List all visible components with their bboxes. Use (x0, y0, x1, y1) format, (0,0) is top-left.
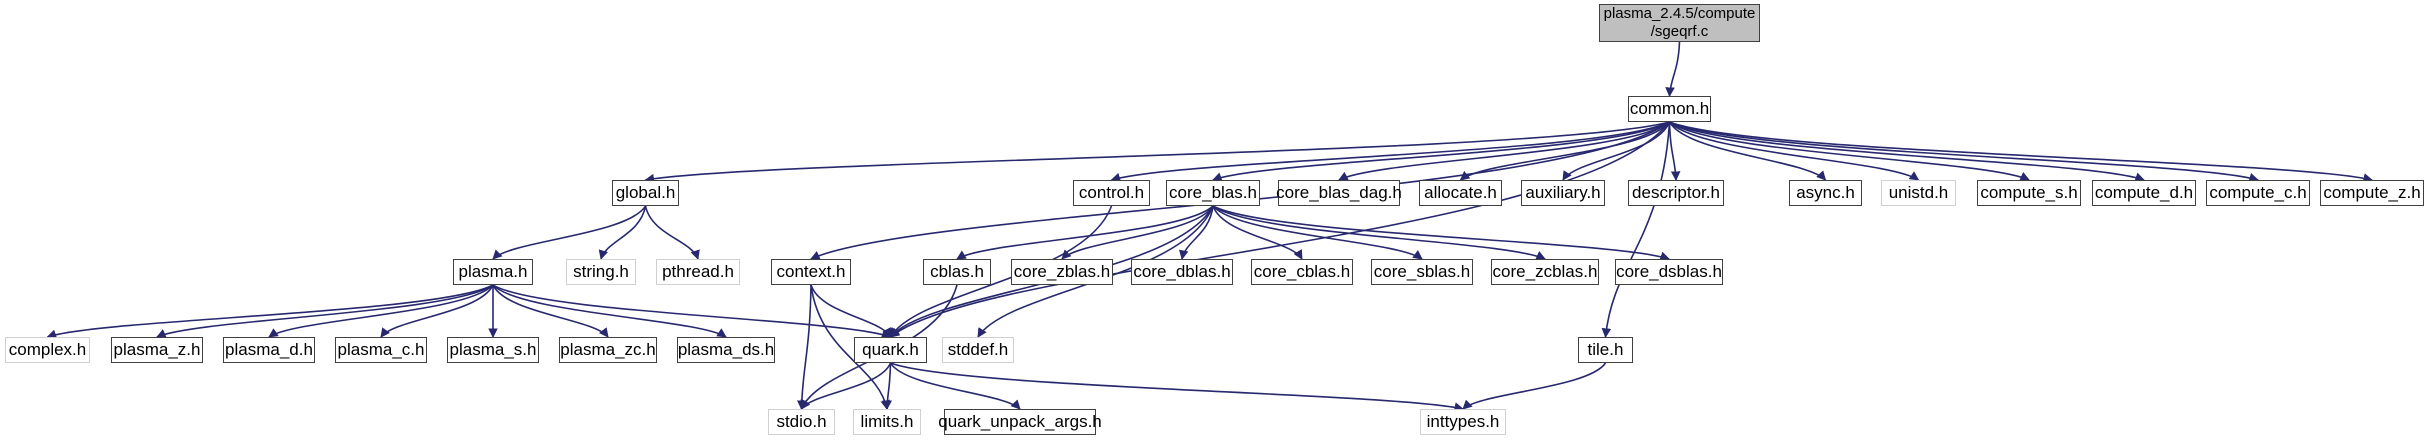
graph-edge-plasma-to-plasma_d (268, 284, 494, 338)
graph-node-quark_unpack[interactable]: quark_unpack_args.h (938, 409, 1102, 435)
graph-edge-common-to-async (1668, 121, 1827, 181)
graph-edge-common-to-unistd (1668, 121, 1920, 181)
graph-node-core_dsblas[interactable]: core_dsblas.h (1615, 259, 1723, 285)
graph-node-compute_s[interactable]: compute_s.h (1977, 180, 2081, 206)
graph-node-compute_c[interactable]: compute_c.h (2206, 180, 2310, 206)
graph-node-global[interactable]: global.h (612, 180, 679, 206)
graph-edge-plasma-to-complex (46, 284, 494, 339)
graph-node-complex[interactable]: complex.h (5, 337, 90, 363)
graph-edge-tile-to-inttypes (1462, 362, 1607, 410)
graph-edge-core_blas-to-core_cblas (1212, 205, 1303, 260)
graph-edge-plasma-to-plasma_zc (492, 284, 609, 338)
graph-node-compute_d[interactable]: compute_d.h (2092, 180, 2196, 206)
graph-node-stddef[interactable]: stddef.h (942, 337, 1014, 363)
graph-node-descriptor[interactable]: descriptor.h (1628, 180, 1724, 206)
graph-edge-common-to-auxiliary (1562, 121, 1671, 181)
graph-edge-core_blas-to-core_zcblas (1212, 205, 1546, 260)
graph-edge-quark-to-inttypes (890, 362, 1464, 412)
graph-node-async[interactable]: async.h (1789, 180, 1862, 206)
graph-edge-core_blas-to-cblas (956, 205, 1214, 260)
graph-edge-common-to-compute_z (1669, 121, 2373, 183)
graph-node-core_zblas[interactable]: core_zblas.h (1011, 259, 1113, 285)
graph-node-core_blas[interactable]: core_blas.h (1166, 180, 1260, 206)
graph-edge-common-to-compute_s (1669, 121, 2030, 181)
graph-node-auxiliary[interactable]: auxiliary.h (1521, 180, 1605, 206)
graph-node-stdio[interactable]: stdio.h (768, 409, 835, 435)
graph-node-unistd[interactable]: unistd.h (1881, 180, 1956, 206)
graph-node-plasma_z[interactable]: plasma_z.h (111, 337, 203, 363)
graph-node-plasma_zc[interactable]: plasma_zc.h (559, 337, 657, 363)
graph-edge-common-to-control (1110, 121, 1670, 183)
graph-node-core_dblas[interactable]: core_dblas.h (1131, 259, 1233, 285)
graph-edge-plasma-to-plasma_z (156, 284, 494, 338)
graph-node-plasma_s[interactable]: plasma_s.h (447, 337, 539, 363)
graph-node-string[interactable]: string.h (566, 259, 636, 285)
graph-edge-global-to-string (598, 205, 647, 260)
graph-edge-context-to-stdio (796, 284, 812, 410)
graph-node-core_zcblas[interactable]: core_zcblas.h (1491, 259, 1599, 285)
graph-edge-quark-to-stdio (800, 362, 892, 410)
graph-edge-plasma-to-plasma_c (380, 284, 494, 338)
graph-node-plasma_d[interactable]: plasma_d.h (223, 337, 315, 363)
graph-edge-common-to-core_blas_dag (1338, 121, 1670, 181)
graph-node-limits[interactable]: limits.h (853, 409, 921, 435)
graph-edge-common-to-allocate (1459, 121, 1671, 181)
graph-node-allocate[interactable]: allocate.h (1419, 180, 1502, 206)
graph-edge-common-to-global (644, 121, 1670, 184)
graph-edge-core_blas-to-core_dsblas (1212, 205, 1670, 261)
graph-edge-plasma-to-quark (492, 284, 892, 339)
graph-edge-common-to-compute_d (1669, 121, 2145, 182)
graph-edge-global-to-pthread (644, 205, 700, 260)
graph-edge-plasma-to-plasma_ds (492, 284, 727, 338)
graph-node-quark[interactable]: quark.h (854, 337, 927, 363)
graph-node-compute_z[interactable]: compute_z.h (2320, 180, 2424, 206)
graph-node-context[interactable]: context.h (771, 259, 851, 285)
graph-edge-core_blas-to-core_zblas (1061, 205, 1214, 260)
graph-edge-common-to-quark (889, 121, 1671, 338)
graph-edge-common-to-core_blas (1212, 121, 1670, 182)
graph-node-root: plasma_2.4.5/compute /sgeqrf.c (1599, 4, 1760, 42)
graph-edge-global-to-plasma (492, 205, 647, 260)
graph-edge-core_blas-to-core_sblas (1212, 205, 1423, 260)
graph-edge-common-to-descriptor (1668, 121, 1681, 181)
graph-node-common[interactable]: common.h (1628, 96, 1711, 122)
graph-edge-core_blas-to-core_dblas (1179, 205, 1214, 260)
graph-node-plasma_c[interactable]: plasma_c.h (335, 337, 427, 363)
graph-node-control[interactable]: control.h (1073, 180, 1150, 206)
graph-node-pthread[interactable]: pthread.h (656, 259, 740, 285)
graph-node-plasma_ds[interactable]: plasma_ds.h (677, 337, 775, 363)
graph-edge-common-to-compute_c (1669, 121, 2259, 183)
graph-node-plasma[interactable]: plasma.h (453, 259, 533, 285)
graph-node-core_cblas[interactable]: core_cblas.h (1251, 259, 1353, 285)
graph-edge-quark-to-quark_unpack (889, 362, 1021, 410)
graph-node-core_blas_dag[interactable]: core_blas_dag.h (1276, 180, 1402, 206)
graph-edge-root-to-common (1665, 41, 1681, 97)
graph-edge-common-to-tile (1601, 121, 1671, 338)
graph-node-core_sblas[interactable]: core_sblas.h (1371, 259, 1473, 285)
graph-node-inttypes[interactable]: inttypes.h (1420, 409, 1506, 435)
graph-node-cblas[interactable]: cblas.h (923, 259, 991, 285)
graph-edge-context-to-quark (810, 284, 892, 338)
graph-node-tile[interactable]: tile.h (1578, 337, 1633, 363)
graph-edge-quark-to-limits (882, 362, 893, 410)
